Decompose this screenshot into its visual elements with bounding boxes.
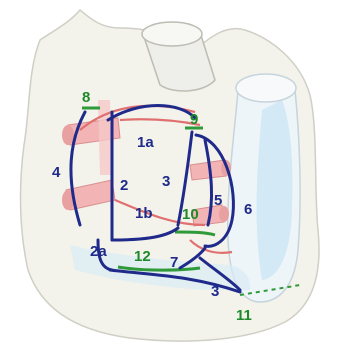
label-4: 4 — [52, 164, 61, 181]
label-11: 11 — [236, 307, 252, 324]
aorta-opening — [142, 22, 202, 46]
label-2: 2 — [120, 177, 128, 194]
label-1a: 1a — [137, 134, 154, 151]
label-12: 12 — [134, 248, 151, 265]
label-2a: 2a — [90, 243, 107, 260]
label-10: 10 — [182, 206, 199, 223]
label-3-lower: 3 — [211, 283, 219, 300]
label-5: 5 — [214, 192, 222, 209]
label-1b: 1b — [135, 205, 153, 222]
label-7: 7 — [170, 254, 178, 271]
vena-cava-opening — [236, 74, 296, 102]
label-9: 9 — [190, 111, 198, 128]
label-8: 8 — [82, 89, 90, 106]
label-3-upper: 3 — [162, 173, 170, 190]
label-6: 6 — [244, 201, 252, 218]
